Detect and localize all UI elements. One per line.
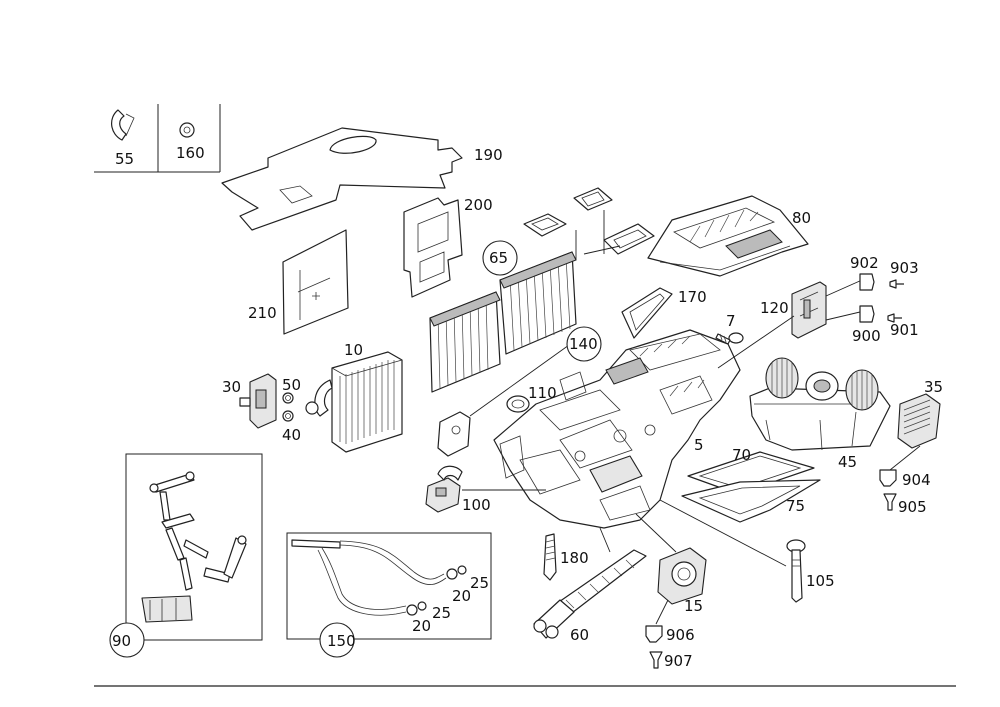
label-25a: 25 (470, 574, 489, 592)
label-20a: 20 (452, 587, 471, 605)
label-210: 210 (248, 304, 277, 322)
part-45-blower (749, 357, 891, 451)
label-160: 160 (176, 144, 205, 162)
label-60: 60 (570, 626, 589, 644)
label-190: 190 (474, 146, 503, 164)
part-90-servo (645, 547, 707, 669)
label-65: 65 (489, 249, 508, 267)
part-60-heater-core (533, 549, 647, 639)
label-902: 902 (850, 254, 879, 272)
callout-circles (109, 240, 602, 658)
label-30: 30 (222, 378, 241, 396)
part-120-control-unit (791, 273, 904, 339)
label-906: 906 (666, 626, 695, 644)
label-40: 40 (282, 426, 301, 444)
part-105-sensor (786, 539, 806, 603)
label-180: 180 (560, 549, 589, 567)
label-15: 150 (327, 632, 356, 650)
label-25b: 25 (432, 604, 451, 622)
label-5: 5 (694, 436, 704, 454)
label-170: 170 (678, 288, 707, 306)
part-30-valve (239, 373, 294, 429)
part-35-resistor (879, 393, 941, 511)
label-110: 110 (528, 384, 557, 402)
label-70: 70 (732, 446, 751, 464)
part-110-ring (437, 339, 577, 457)
inset-box-150 (125, 453, 263, 641)
part-labels: 55 160 190 200 210 65 140 80 902 903 120… (112, 144, 943, 670)
part-190-mat (221, 127, 463, 231)
part-170-gasket (621, 287, 673, 339)
label-20b: 20 (412, 617, 431, 635)
label-100: 100 (462, 496, 491, 514)
part-100-actuator (425, 465, 463, 513)
label-901: 901 (890, 321, 919, 339)
label-907: 907 (664, 652, 693, 670)
label-900: 900 (852, 327, 881, 345)
part-180-hose (543, 533, 557, 581)
part-210-panel (282, 229, 349, 335)
part-frames (523, 187, 655, 260)
part-70-75-plates (681, 451, 821, 523)
part-5-heater-box (493, 329, 741, 529)
inset-box-55-160 (94, 104, 221, 173)
label-75: 75 (786, 497, 805, 515)
label-200: 200 (464, 196, 493, 214)
label-35: 35 (924, 378, 943, 396)
leader-lines (462, 315, 795, 567)
label-55: 55 (115, 150, 134, 168)
label-50: 50 (282, 376, 301, 394)
part-7-screw (715, 332, 744, 345)
label-105: 105 (806, 572, 835, 590)
part-10-evaporator (305, 351, 403, 453)
label-80: 80 (792, 209, 811, 227)
label-120: 120 (760, 299, 789, 317)
label-150: 90 (112, 632, 131, 650)
label-903: 903 (890, 259, 919, 277)
label-7: 7 (726, 312, 736, 330)
label-10: 10 (344, 341, 363, 359)
inset-box-15 (286, 532, 492, 640)
part-200-seal (403, 197, 463, 298)
part-65-140-filters (429, 251, 577, 393)
label-905: 905 (898, 498, 927, 516)
label-45: 45 (838, 453, 857, 471)
label-904: 904 (902, 471, 931, 489)
label-140: 140 (569, 335, 598, 353)
part-80-housing (647, 195, 809, 277)
label-90: 15 (684, 597, 703, 615)
